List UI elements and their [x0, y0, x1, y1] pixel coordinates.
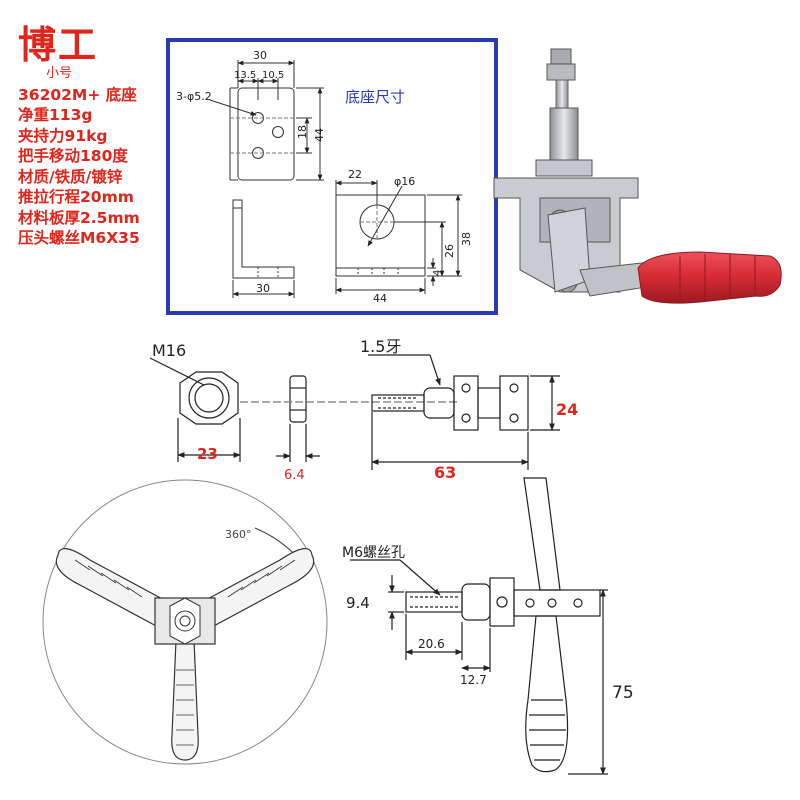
side-elevation-view [350, 477, 608, 775]
dim-18: 18 [296, 125, 309, 139]
dim-44-side: 44 [313, 128, 326, 142]
dim-44-bottom: 44 [373, 292, 387, 305]
label-pitch: 1.5牙 [360, 337, 401, 356]
dim-38: 38 [460, 232, 473, 246]
label-360: 360° [225, 528, 252, 541]
top-nut [546, 63, 576, 81]
spec-material: 材质/铁质/镀锌 [18, 167, 123, 186]
dim-24: 24 [556, 400, 578, 419]
dim-23: 23 [197, 445, 218, 463]
rotation-top-view [42, 479, 328, 765]
box-title: 底座尺寸 [345, 88, 405, 106]
dim-13-5: 13.5 [234, 70, 256, 81]
product-photo [493, 48, 782, 304]
dim-10-5: 10.5 [262, 70, 284, 81]
handle-left [55, 548, 169, 629]
spec-model-size: 小号 [46, 66, 73, 81]
plate-top-view [209, 60, 324, 181]
spec-model: 36202M+ 底座 [18, 85, 137, 104]
hex-nut [535, 159, 593, 177]
spec-net-weight: 净重113g [18, 106, 93, 124]
spec-press-screw: 压头螺丝M6X35 [18, 229, 140, 247]
dim-12-7: 12.7 [460, 673, 487, 687]
dim-75: 75 [612, 683, 634, 703]
dim-20-6: 20.6 [418, 637, 445, 651]
dim-22: 22 [348, 168, 362, 181]
threaded-rod [555, 79, 569, 111]
dim-63: 63 [434, 463, 456, 482]
label-screw-hole: M6螺丝孔 [342, 545, 405, 561]
spec-plate-thickness: 材料板厚2.5mm [18, 208, 140, 227]
rotation-circle [42, 479, 328, 765]
dim-6-4: 6.4 [284, 468, 305, 483]
label-m16: M16 [152, 341, 186, 360]
spec-list: 小号 36202M+ 底座 净重113g 夹持力91kg 把手移动180度 材质… [18, 64, 140, 249]
spec-clamp-force: 夹持力91kg [18, 126, 108, 145]
brand-logo: 博工 [18, 23, 99, 67]
spec-handle-travel: 把手移动180度 [18, 147, 128, 165]
bolt-head [550, 48, 572, 66]
dim-9-4: 9.4 [346, 594, 370, 612]
plunger-side-view [368, 354, 560, 470]
nut-side-view [240, 375, 460, 462]
dim-30-bottom: 30 [256, 282, 270, 295]
base-dimension-box: 底座尺寸 30 13.5 [166, 38, 498, 315]
dim-26: 26 [443, 244, 456, 258]
dim-4: 4 [432, 270, 443, 276]
red-grip [637, 251, 782, 304]
dim-30-top: 30 [253, 49, 267, 62]
dim-holes: 3-φ5.2 [176, 90, 212, 103]
plate-hole-view [335, 180, 462, 294]
nut-front-view [149, 357, 241, 462]
dim-phi16: φ16 [394, 175, 415, 188]
bracket-side-view [232, 199, 295, 298]
plunger-barrel [549, 107, 579, 164]
spec-stroke: 推拉行程20mm [18, 188, 134, 206]
handle-right [201, 548, 315, 629]
box-border [166, 38, 498, 315]
